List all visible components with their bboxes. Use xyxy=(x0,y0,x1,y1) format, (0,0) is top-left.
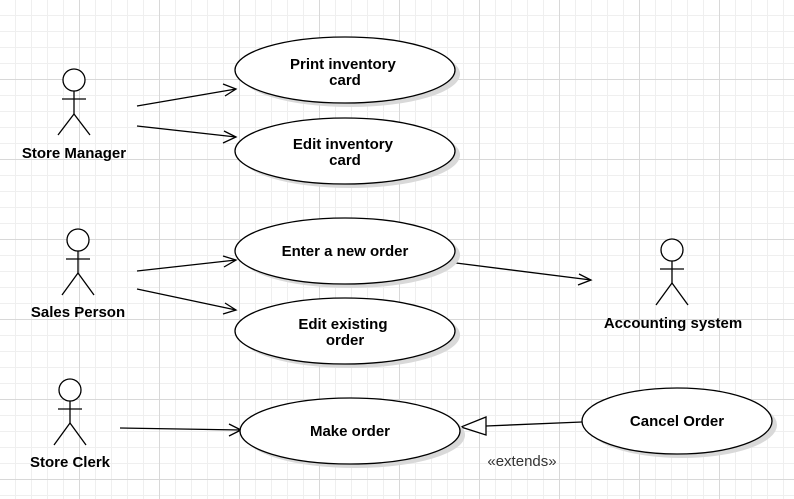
assoc-manager-edit-card xyxy=(136,125,238,144)
actor-icon xyxy=(61,228,95,296)
use-case-label: card xyxy=(329,72,361,89)
use-case-label: Enter a new order xyxy=(282,243,409,260)
actor-icon xyxy=(655,238,689,306)
actor-label: Accounting system xyxy=(604,315,742,332)
use-case-label: Edit existing xyxy=(298,316,387,333)
use-case-cancel-order[interactable]: Cancel Order xyxy=(581,387,777,458)
actor-store-clerk[interactable]: Store Clerk xyxy=(30,378,111,471)
actor-icon xyxy=(53,378,87,446)
svg-text:Edit existing order: Edit existing order xyxy=(298,316,391,349)
assoc-clerk-make-order xyxy=(119,423,243,437)
extend-cancel-make-order xyxy=(459,416,583,436)
extends-stereotype-label: «extends» xyxy=(487,453,556,470)
use-case-edit-inventory-card[interactable]: Edit inventory card xyxy=(234,117,460,188)
actor-sales-person[interactable]: Sales Person xyxy=(31,228,125,321)
use-case-make-order[interactable]: Make order xyxy=(239,397,465,468)
assoc-enter-order-accounting xyxy=(455,262,593,286)
actor-label: Store Clerk xyxy=(30,454,111,471)
use-case-label: Make order xyxy=(310,423,390,440)
actor-label: Store Manager xyxy=(22,145,126,162)
use-case-label: Print inventory xyxy=(290,56,397,73)
use-case-label: Edit inventory xyxy=(293,136,394,153)
svg-text:Edit inventory card: Edit inventory card xyxy=(293,136,397,169)
svg-text:Make order: Make order xyxy=(310,423,390,440)
use-case-label: card xyxy=(329,152,361,169)
use-case-label: Cancel Order xyxy=(630,413,724,430)
assoc-sales-edit-order xyxy=(136,288,238,315)
svg-text:Cancel Order: Cancel Order xyxy=(630,413,724,430)
use-case-edit-existing-order[interactable]: Edit existing order xyxy=(234,297,460,368)
actor-icon xyxy=(57,68,91,136)
actor-accounting-system[interactable]: Accounting system xyxy=(604,238,742,332)
use-case-print-inventory-card[interactable]: Print inventory card xyxy=(234,36,460,107)
svg-text:Print inventory card: Print inventory card xyxy=(290,56,400,89)
actor-label: Sales Person xyxy=(31,304,125,321)
use-case-enter-new-order[interactable]: Enter a new order xyxy=(234,217,460,288)
assoc-manager-print-card xyxy=(136,83,238,107)
assoc-sales-enter-order xyxy=(136,255,238,272)
actor-store-manager[interactable]: Store Manager xyxy=(22,68,126,162)
relations xyxy=(119,83,593,437)
use-case-label: order xyxy=(326,332,365,349)
svg-text:Enter a new order: Enter a new order xyxy=(282,243,409,260)
